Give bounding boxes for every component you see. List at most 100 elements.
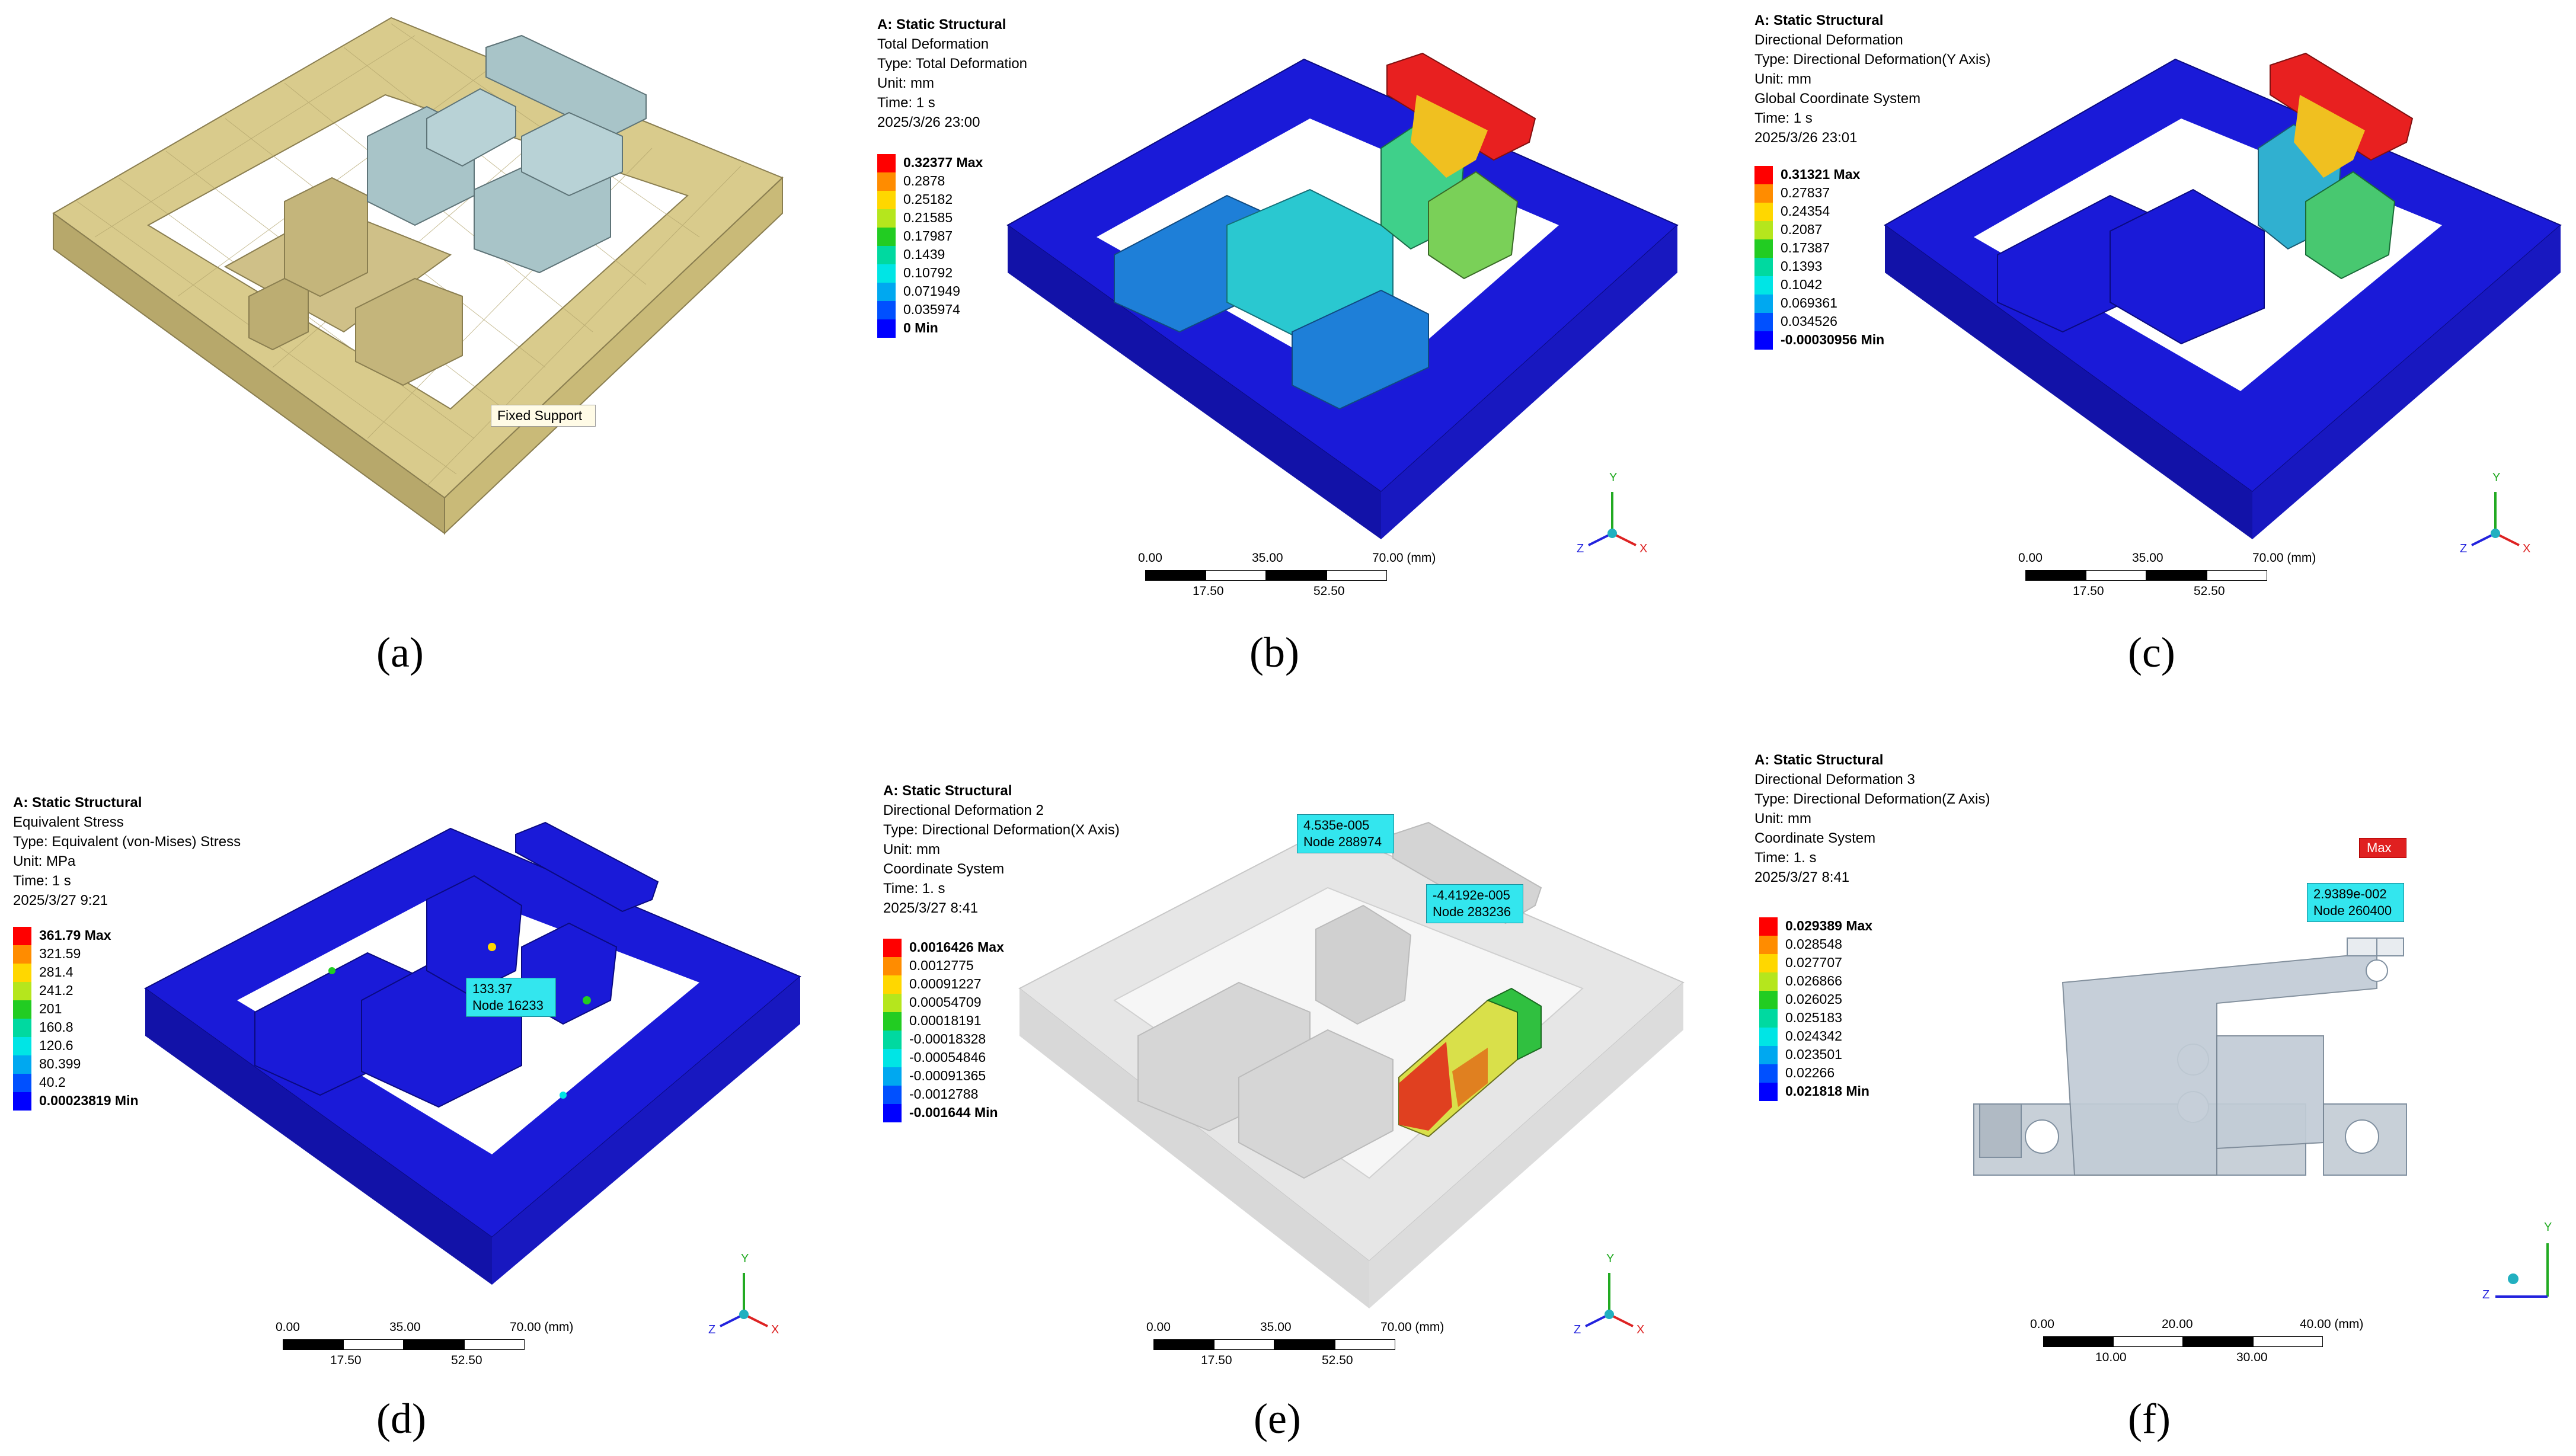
axis-x-label: X	[1637, 1323, 1645, 1336]
result-csys: Coordinate System	[1754, 830, 1876, 846]
result-type: Type: Equivalent (von-Mises) Stress	[13, 834, 241, 850]
caption-a: (a)	[376, 629, 424, 676]
panel-f: A: Static Structural Directional Deforma…	[1719, 728, 2576, 1455]
scale-label: 35.00	[1260, 1320, 1292, 1334]
result-name: Directional Deformation	[1754, 32, 1903, 48]
panel-d: A: Static Structural Equivalent Stress T…	[0, 728, 859, 1455]
scale-segment	[1327, 570, 1387, 581]
scale-label: 70.00 (mm)	[2252, 551, 2316, 565]
result-name: Equivalent Stress	[13, 814, 124, 830]
result-csys: Coordinate System	[883, 861, 1005, 877]
legend-swatch	[1759, 1046, 1778, 1064]
scale-segment	[1274, 1339, 1335, 1350]
legend-label: 0.2878	[903, 173, 945, 188]
caption-d: (d)	[376, 1395, 426, 1442]
legend-swatch	[1754, 184, 1773, 203]
legend-swatch	[877, 301, 896, 319]
result-time: Time: 1 s	[13, 873, 71, 889]
legend-swatch	[1759, 917, 1778, 936]
legend-swatch	[877, 228, 896, 246]
legend-label: 0.024342	[1785, 1028, 1842, 1044]
scale-label: 17.50	[330, 1353, 362, 1367]
scale-segment	[1214, 1339, 1274, 1350]
scale-segment	[464, 1339, 525, 1350]
legend-label: 0.027707	[1785, 955, 1842, 970]
legend-swatch	[13, 982, 31, 1000]
axis-z-label: Z	[2482, 1288, 2490, 1301]
legend-swatch	[883, 1012, 902, 1031]
legend-swatch	[1754, 276, 1773, 295]
scale-bar: 0.00 35.00 70.00 (mm) 17.50 52.50	[276, 1320, 574, 1374]
scale-label: 10.00	[2095, 1351, 2127, 1364]
probe-label-1: 4.535e-005 Node 288974	[1297, 814, 1395, 853]
scale-segment	[404, 1339, 464, 1350]
legend-label: 0.32377 Max	[903, 155, 983, 170]
axis-y-label: Y	[741, 1252, 749, 1265]
result-time: Time: 1 s	[877, 95, 935, 111]
legend-label: -0.00018328	[909, 1031, 986, 1047]
scale-label: 40.00 (mm)	[2300, 1317, 2364, 1331]
legend-label: 0.1393	[1781, 258, 1823, 274]
probe-node: Node 260400	[2313, 903, 2392, 918]
scale-label: 20.00	[2162, 1317, 2193, 1331]
scale-label: 52.50	[1322, 1353, 1353, 1367]
legend-label: 0.00091227	[909, 976, 982, 991]
result-info: A: Static Structural Directional Deforma…	[883, 781, 1120, 918]
axis-z-label: Z	[1574, 1323, 1581, 1336]
result-date: 2025/3/27 8:41	[1754, 869, 1850, 885]
legend-swatch	[1759, 1064, 1778, 1083]
legend-label: 0.029389 Max	[1785, 918, 1873, 933]
result-info: A: Static Structural Equivalent Stress T…	[13, 793, 241, 910]
legend-swatch	[1754, 331, 1773, 350]
axis-z-label: Z	[708, 1323, 716, 1336]
legend-label: 0.069361	[1781, 295, 1837, 311]
probe-node: Node 283236	[1433, 904, 1511, 919]
result-unit: Unit: mm	[1754, 811, 1811, 827]
legend-swatch	[1754, 295, 1773, 313]
scale-label: 70.00 (mm)	[510, 1320, 574, 1334]
fixed-support-label: Fixed Support	[491, 405, 596, 427]
legend-label: 0.025183	[1785, 1010, 1842, 1025]
axis-triad: Y X Z	[1574, 1249, 1645, 1356]
panel-b: A: Static Structural Total Deformation T…	[859, 0, 1719, 728]
legend-label: 0.31321 Max	[1781, 167, 1861, 182]
legend-label: 0.00054709	[909, 994, 982, 1010]
scale-label: 35.00	[389, 1320, 421, 1334]
panel-c: A: Static Structural Directional Deforma…	[1719, 0, 2576, 728]
result-type: Type: Directional Deformation(Y Axis)	[1754, 52, 1991, 68]
legend-label: 201	[39, 1001, 62, 1016]
legend-swatch	[883, 1067, 902, 1086]
scale-segment	[2253, 1336, 2323, 1347]
x-deformation-contour	[1018, 821, 1685, 1308]
scale-bar: 0.00 35.00 70.00 (mm) 17.50 52.50	[1138, 551, 1436, 604]
probe-value: 2.9389e-002	[2313, 887, 2387, 901]
legend-label: -0.001644 Min	[909, 1105, 998, 1120]
scale-label: 52.50	[451, 1353, 482, 1367]
legend-swatch	[13, 1092, 31, 1111]
probe-label-2: -4.4192e-005 Node 283236	[1426, 884, 1524, 923]
y-deformation-contour	[1884, 52, 2562, 539]
scale-segment	[343, 1339, 404, 1350]
legend-label: 0.17387	[1781, 240, 1830, 255]
result-date: 2025/3/27 9:21	[13, 892, 108, 908]
legend-swatch	[1754, 258, 1773, 276]
legend-swatch	[1759, 1028, 1778, 1046]
panel-a: Fixed Support (a)	[0, 0, 859, 728]
scale-label: 0.00	[1146, 1320, 1171, 1334]
legend-label: 0.21585	[903, 210, 953, 225]
analysis-title: A: Static Structural	[1754, 752, 1884, 768]
legend-label: 0.0016426 Max	[909, 939, 1004, 955]
scale-segment	[1266, 570, 1327, 581]
analysis-title: A: Static Structural	[883, 783, 1012, 799]
legend-swatch	[13, 1037, 31, 1055]
caption-e: (e)	[1254, 1395, 1301, 1442]
legend-label: 160.8	[39, 1019, 73, 1035]
scale-label: 52.50	[2194, 584, 2225, 598]
result-name: Directional Deformation 2	[883, 802, 1044, 818]
axis-y-label: Y	[1606, 1252, 1615, 1265]
max-marker: Max	[2359, 838, 2406, 858]
legend-swatch	[877, 319, 896, 338]
legend-swatch	[883, 1031, 902, 1049]
legend-swatch	[1754, 239, 1773, 258]
legend-label: 0.026025	[1785, 991, 1842, 1007]
